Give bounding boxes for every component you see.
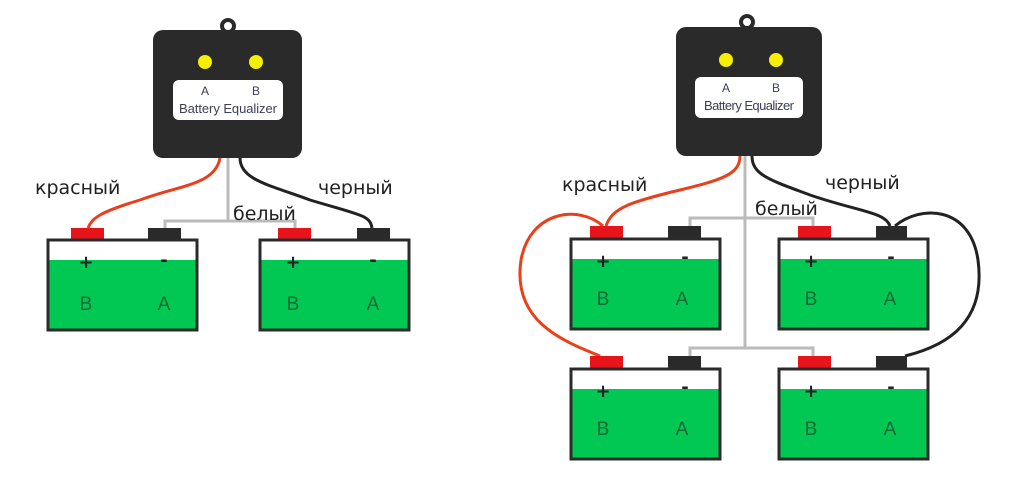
battery-label-b: B <box>287 294 300 315</box>
battery-label-a: A <box>676 289 689 310</box>
battery-label-b: B <box>80 294 93 315</box>
minus-sign: - <box>369 250 376 271</box>
plus-sign: + <box>803 381 818 402</box>
battery-label-a: A <box>884 289 897 310</box>
diagram-two-batteries: A B Battery Equalizer + - B A + - B A кр… <box>35 18 411 332</box>
equalizer-device: A B Battery Equalizer <box>676 14 822 156</box>
diagram-four-batteries: A B Battery Equalizer + - B A + - B A + … <box>518 14 981 461</box>
device-title: Battery Equalizer <box>704 98 795 113</box>
black-wire-label: черный <box>825 172 900 194</box>
minus-sign: - <box>887 247 894 268</box>
battery-bottom-left: + - B A <box>569 356 722 461</box>
plus-sign: + <box>285 252 300 273</box>
red-wire <box>86 157 222 229</box>
battery-label-b: B <box>597 289 610 310</box>
black-wire <box>750 155 892 227</box>
black-jumper-wire <box>894 211 981 358</box>
device-label-a: A <box>722 81 730 95</box>
equalizer-device: A B Battery Equalizer <box>153 18 302 158</box>
battery-2: + - B A <box>258 228 411 332</box>
red-wire <box>604 155 742 227</box>
white-wire <box>163 158 297 228</box>
battery-1: + - B A <box>46 228 199 332</box>
plus-sign: + <box>595 251 610 272</box>
positive-terminal <box>278 228 311 240</box>
battery-label-a: A <box>884 419 897 440</box>
battery-top-right: + - B A <box>777 226 930 331</box>
black-wire-label: черный <box>318 177 393 199</box>
led-a <box>198 55 212 69</box>
battery-label-b: B <box>597 419 610 440</box>
white-wire-label: белый <box>755 198 818 220</box>
plus-sign: + <box>803 251 818 272</box>
red-jumper-wire <box>518 212 605 358</box>
minus-sign: - <box>681 377 688 398</box>
minus-sign: - <box>681 247 688 268</box>
battery-label-a: A <box>158 294 171 315</box>
battery-label-b: B <box>805 419 818 440</box>
positive-terminal <box>71 228 104 240</box>
device-title: Battery Equalizer <box>179 101 278 116</box>
white-wire <box>688 156 815 356</box>
red-wire-label: красный <box>562 174 647 196</box>
battery-bottom-right: + - B A <box>777 356 930 461</box>
device-label-b: B <box>252 84 260 98</box>
battery-top-left: + - B A <box>569 226 722 331</box>
minus-sign: - <box>887 377 894 398</box>
led-b <box>769 53 783 67</box>
negative-terminal <box>148 228 181 240</box>
battery-label-b: B <box>805 289 818 310</box>
minus-sign: - <box>160 250 167 271</box>
device-label-a: A <box>201 84 209 98</box>
battery-label-a: A <box>676 419 689 440</box>
red-wire-label: красный <box>35 177 120 199</box>
battery-label-a: A <box>367 294 380 315</box>
led-a <box>719 53 733 67</box>
negative-terminal <box>357 228 390 240</box>
led-b <box>249 55 263 69</box>
plus-sign: + <box>595 381 610 402</box>
white-wire-label: белый <box>233 203 296 225</box>
black-wire <box>238 157 374 229</box>
plus-sign: + <box>78 252 93 273</box>
device-label-b: B <box>772 81 780 95</box>
